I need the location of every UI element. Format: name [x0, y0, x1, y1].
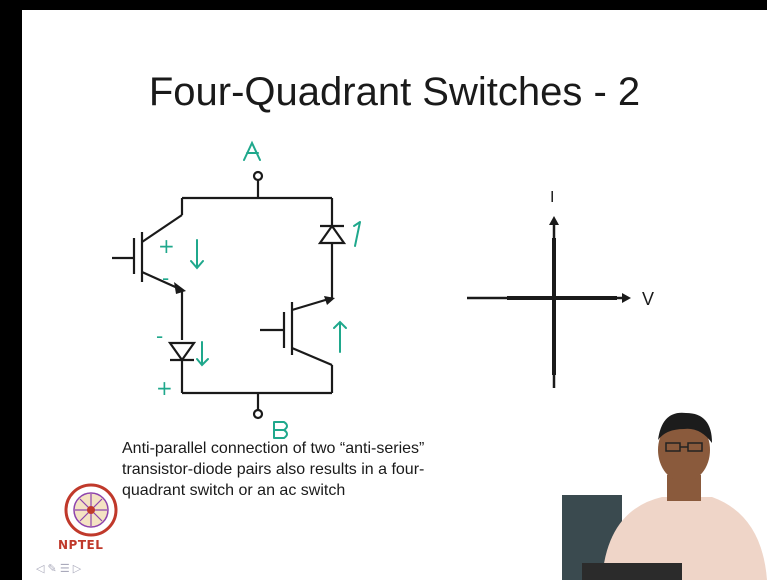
annot-minus-lower: - [156, 324, 163, 348]
annot-minus-upper: - [162, 266, 169, 290]
pen-icon[interactable]: ✎ [47, 563, 57, 575]
prev-icon[interactable]: ◁ [36, 563, 45, 575]
annot-plus-lower: + [156, 376, 173, 400]
slide-canvas: Four-Quadrant Switches - 2 [22, 10, 767, 580]
slide-caption: Anti-parallel connection of two “anti-se… [122, 438, 542, 501]
current-arrow-up-right-diode [353, 221, 361, 247]
caption-line: quadrant switch or an ac switch [122, 482, 346, 499]
caption-line: Anti-parallel connection of two “anti-se… [122, 440, 425, 457]
terminal-b [252, 408, 264, 420]
caption-line: transistor-diode pairs also results in a… [122, 461, 425, 478]
igbt-right-emitter-arrow [324, 296, 335, 305]
slide-title: Four-Quadrant Switches - 2 [148, 70, 641, 114]
igbt-left-emitter-arrow [174, 282, 186, 294]
handwritten-node-b-mark [273, 421, 288, 439]
diode-left [167, 341, 197, 362]
handwritten-node-a-mark [243, 140, 261, 161]
nptel-logo-text: NPTEL [58, 538, 104, 552]
i-axis-label: I [550, 189, 554, 206]
current-arrow-down-left [190, 239, 204, 270]
next-icon[interactable]: ▷ [72, 563, 82, 575]
v-axis-arrow [622, 293, 631, 303]
i-axis-arrow [549, 216, 559, 225]
nptel-logo-icon [64, 483, 118, 537]
slide-nav-toolbar[interactable]: ◁ ✎ ☰ ▷ [36, 562, 81, 575]
presenter-video [562, 412, 767, 580]
current-arrow-down-diode [196, 341, 209, 367]
menu-icon[interactable]: ☰ [59, 563, 70, 575]
terminal-a [252, 170, 264, 182]
v-axis-label: V [642, 289, 654, 309]
annot-plus-upper: + [158, 234, 175, 258]
current-arrow-up-igbt [333, 320, 347, 353]
diode-right [317, 224, 347, 245]
circuit-diagram: + - - + V I [112, 140, 654, 439]
